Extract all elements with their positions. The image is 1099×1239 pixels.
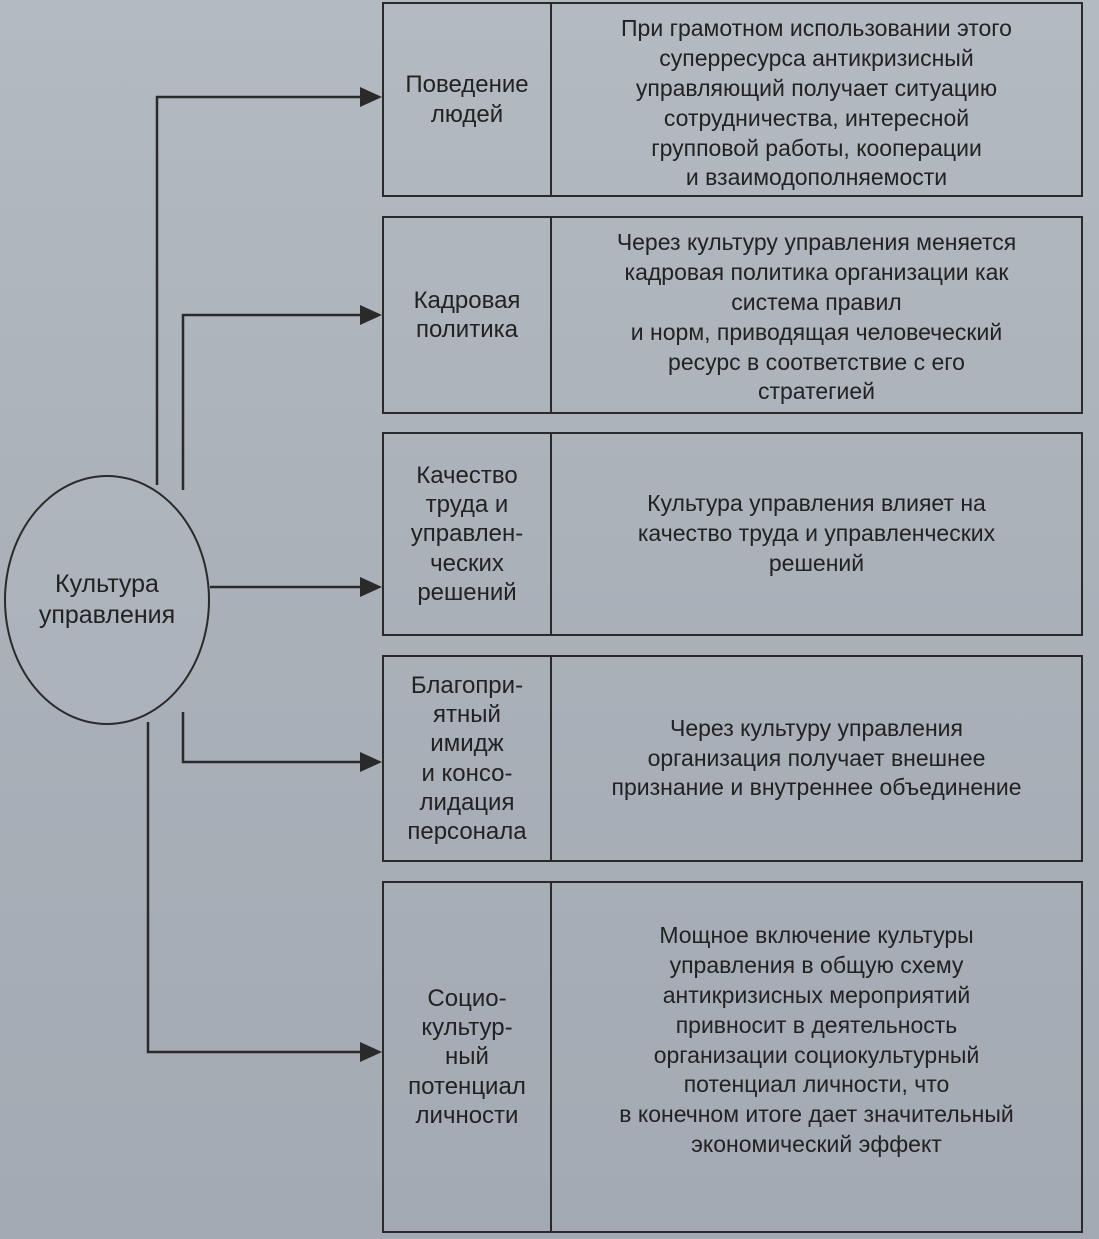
factor-label: Благопри- ятный имидж и консо- лидация п…	[384, 657, 552, 860]
factor-row-personnel-policy: Кадровая политика Через культуру управле…	[382, 216, 1083, 414]
arrowhead-2	[360, 305, 382, 325]
arrowhead-5	[360, 1042, 382, 1062]
factor-row-sociocultural: Социо- культур- ный потенциал личности М…	[382, 881, 1083, 1233]
connector-line-4	[181, 712, 362, 764]
connector-line-5	[146, 722, 362, 1054]
factor-row-quality: Качество труда и управлен- ческих решени…	[382, 432, 1083, 636]
factor-row-image: Благопри- ятный имидж и консо- лидация п…	[382, 655, 1083, 862]
connector-line-1	[155, 95, 362, 485]
factor-description: Через культуру управления меняется кадро…	[616, 229, 1017, 405]
factor-description: Мощное включение культуры управления в о…	[619, 922, 1014, 1158]
center-node: Культура управления	[4, 475, 210, 725]
factor-row-behavior: Поведение людей При грамотном использова…	[382, 2, 1083, 197]
factor-label: Социо- культур- ный потенциал личности	[384, 883, 552, 1231]
center-node-label: Культура управления	[38, 569, 176, 629]
factor-description: Через культуру управления организация по…	[611, 714, 1022, 801]
arrowhead-3	[360, 577, 382, 597]
factor-label: Поведение людей	[384, 4, 552, 195]
factor-label: Качество труда и управлен- ческих решени…	[384, 434, 552, 634]
factor-description: При грамотном использовании этого суперр…	[621, 15, 1012, 191]
arrowhead-1	[360, 87, 382, 107]
arrowhead-4	[360, 752, 382, 772]
factor-description: Культура управления влияет на качество т…	[637, 490, 996, 576]
factor-label: Кадровая политика	[384, 218, 552, 412]
connector-line-2	[181, 313, 362, 490]
